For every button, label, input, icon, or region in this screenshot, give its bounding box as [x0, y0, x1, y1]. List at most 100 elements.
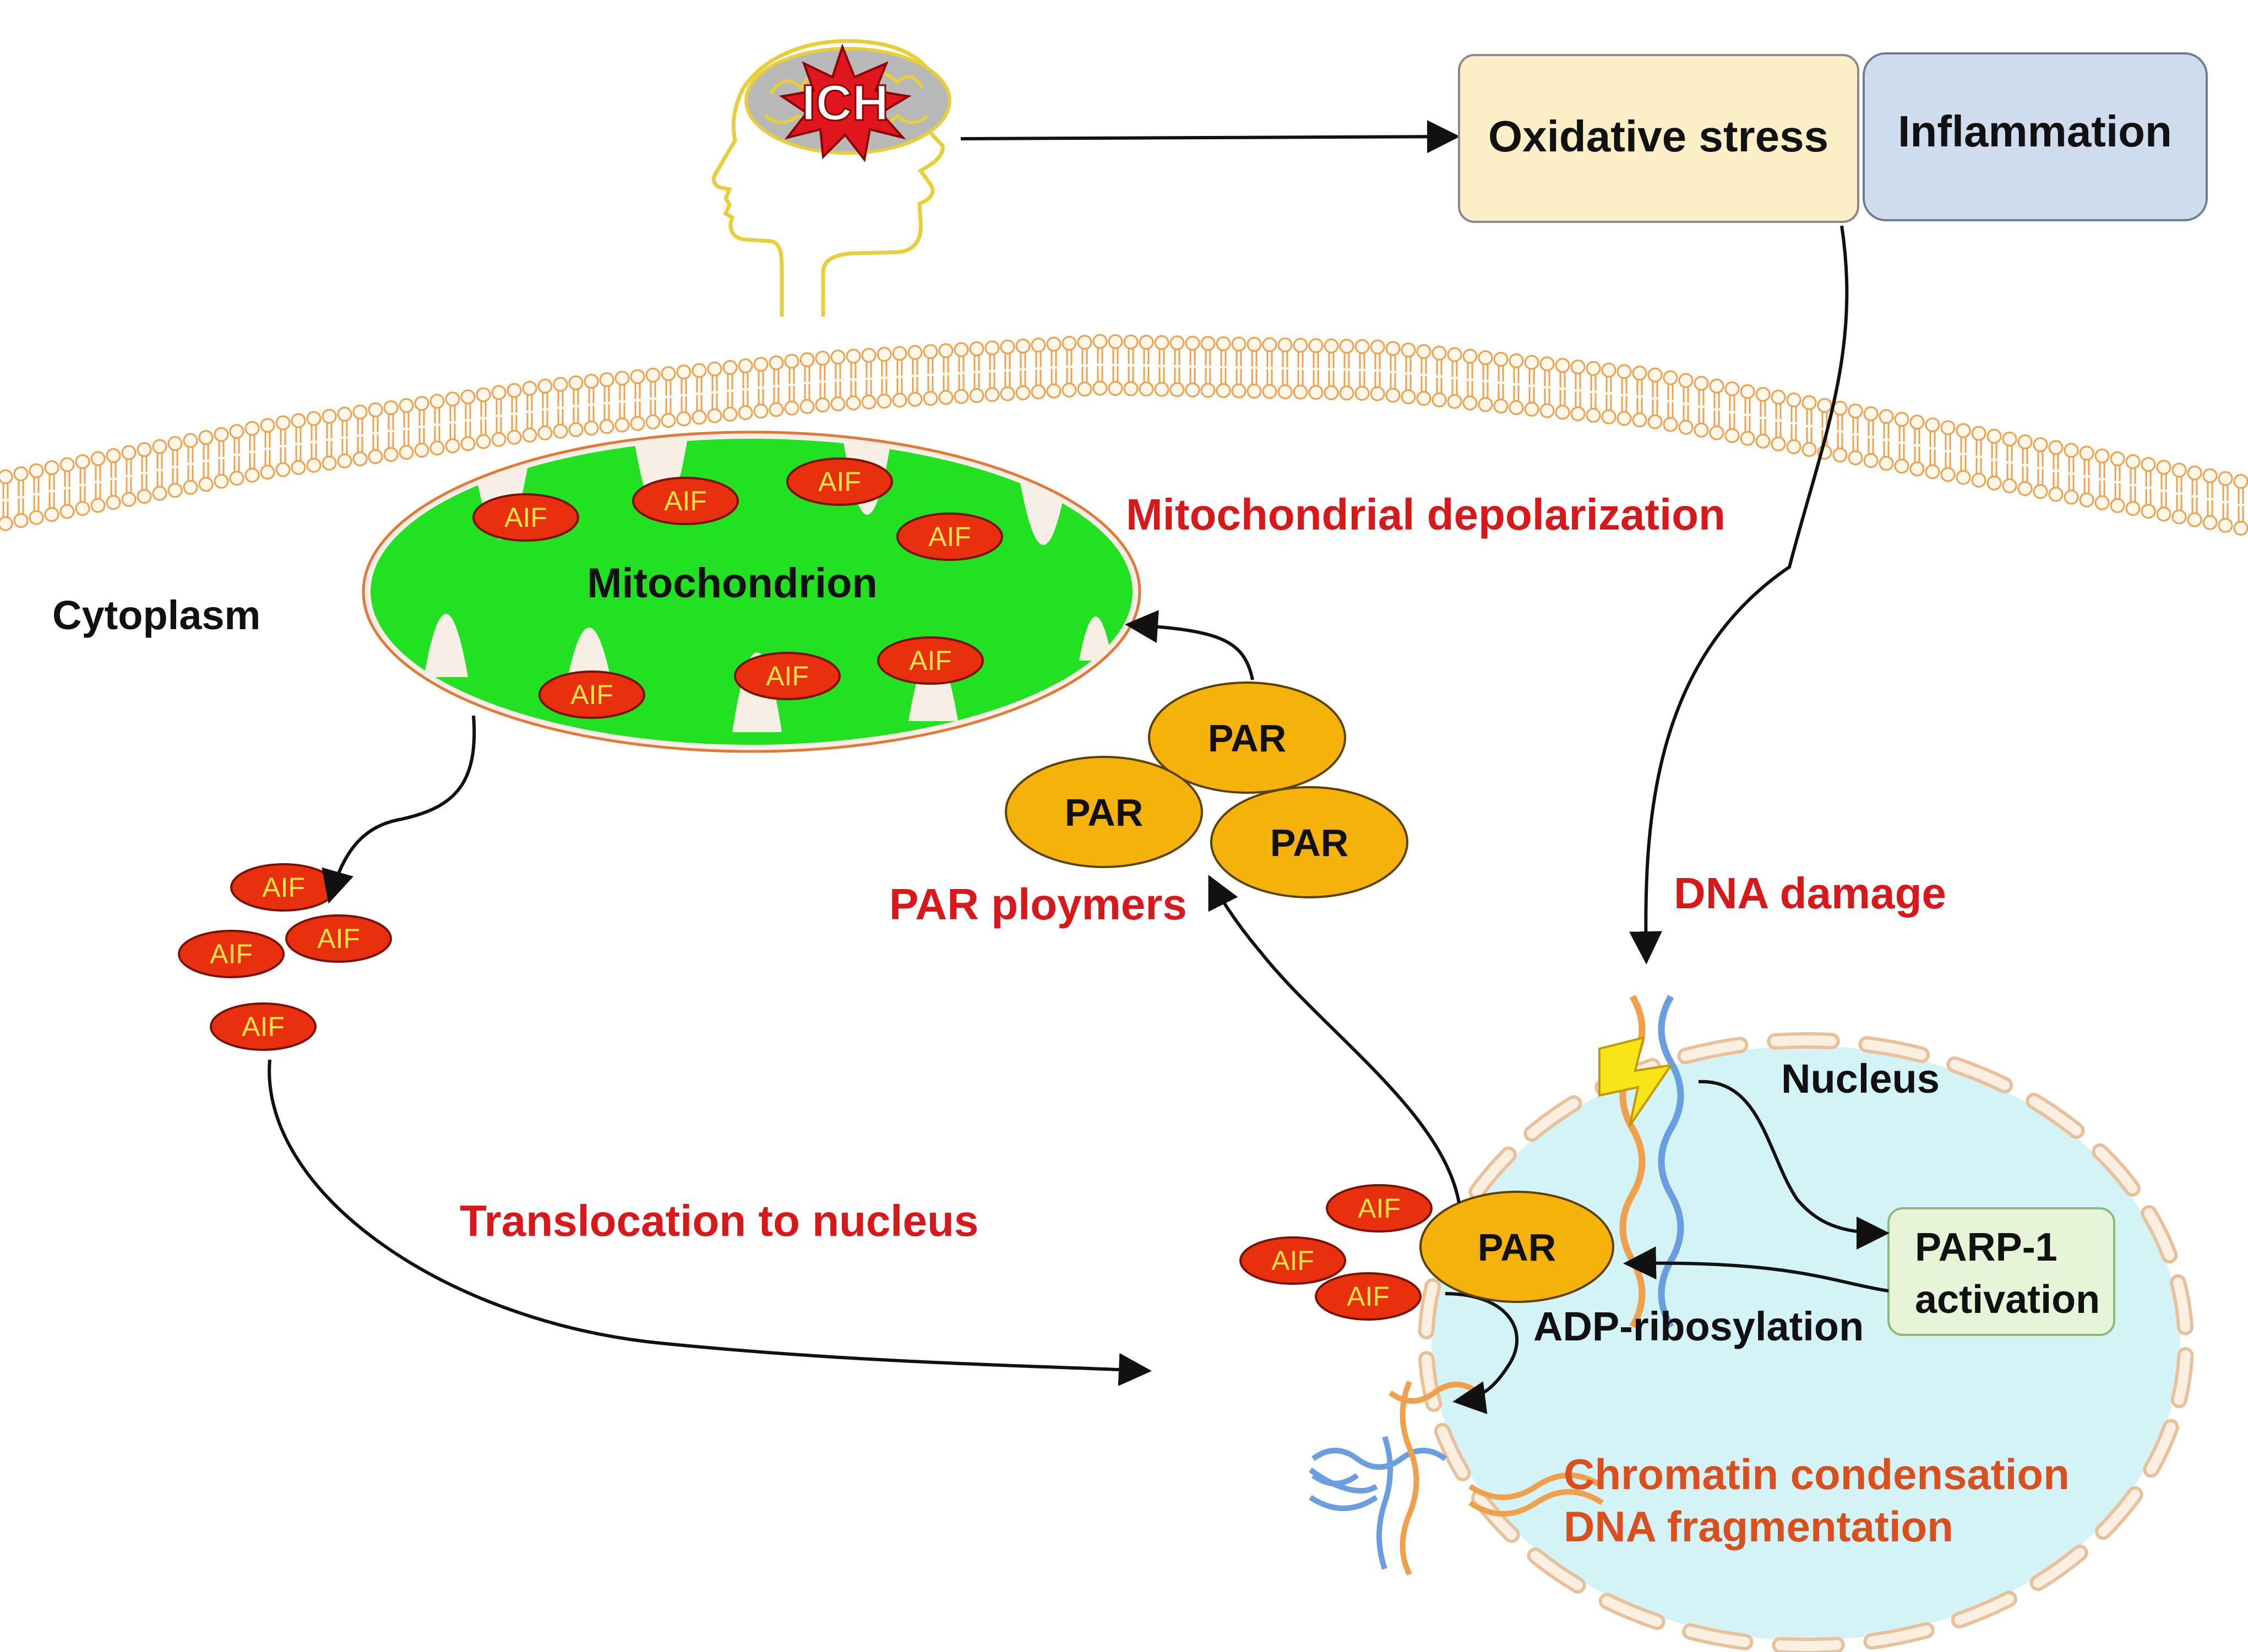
- lipid-tail: [1004, 353, 1011, 388]
- lipid-head: [2033, 437, 2048, 452]
- lipid-head: [2218, 517, 2233, 533]
- lipid-head: [90, 451, 106, 466]
- lipid-tail: [1374, 353, 1381, 388]
- lipid-tail: [295, 427, 302, 461]
- nuclear-pore-segment-inner: [1680, 1040, 1745, 1061]
- lipid-tail: [1081, 348, 1088, 383]
- nuclear-pore-segment-inner: [1421, 1354, 1439, 1409]
- lipid-head: [1663, 370, 1678, 385]
- parp1-label-line1: PARP-1: [1915, 1225, 2058, 1269]
- lipid-head: [1832, 448, 1848, 463]
- cytoplasm-label: Cytoplasm: [52, 592, 260, 638]
- lipid-head: [1324, 338, 1339, 353]
- lipid-tail: [2006, 445, 2013, 479]
- lipid-tail: [1868, 420, 1874, 454]
- aif-label: AIF: [317, 923, 360, 954]
- lipid-head: [1478, 397, 1493, 412]
- lipid-head: [1385, 388, 1401, 403]
- lipid-tail: [64, 471, 70, 505]
- lipid-head: [75, 454, 90, 470]
- par-polymers-label: PAR ploymers: [889, 880, 1187, 929]
- lipid-tail: [804, 366, 810, 400]
- lipid-head: [1447, 347, 1462, 362]
- lipid-head: [306, 457, 322, 473]
- arrow-stress-to-dna-damage: [1629, 225, 1849, 964]
- lipid-tail: [1313, 352, 1319, 386]
- lipid-tail: [1821, 412, 1828, 446]
- lipid-tail: [1852, 417, 1859, 451]
- lipid-head: [1678, 373, 1694, 388]
- ich-head-icon: [712, 39, 951, 317]
- aif-label: AIF: [1271, 1245, 1314, 1276]
- lipid-tail: [1683, 387, 1689, 421]
- lipid-head: [1139, 381, 1154, 397]
- lipid-head: [1755, 433, 1771, 449]
- lipid-head: [1401, 342, 1416, 358]
- lipid-head: [1616, 364, 1632, 379]
- lipid-tail: [1467, 363, 1473, 396]
- aif-label: AIF: [1358, 1193, 1401, 1224]
- nuclear-pore-segment-inner: [1474, 1493, 1517, 1540]
- lipid-head: [769, 355, 784, 370]
- arrow-polymers-to-mito: [1125, 610, 1254, 680]
- lipid-head: [275, 462, 291, 477]
- lipid-tail: [1975, 440, 1982, 474]
- lipid-head: [13, 513, 29, 528]
- lipid-head: [1262, 337, 1277, 352]
- lipid-tail: [1636, 379, 1643, 413]
- lipid-head: [1909, 461, 1925, 477]
- lipid-tail: [2053, 454, 2059, 488]
- lipid-head: [121, 445, 137, 460]
- lipid-head: [1370, 339, 1385, 355]
- lipid-head: [1925, 464, 1940, 479]
- lipid-tail: [1097, 348, 1103, 382]
- lipid-head: [507, 429, 522, 445]
- par-molecule: [1210, 786, 1408, 898]
- nuclear-pore-segment-inner: [2173, 1277, 2191, 1332]
- lipid-head: [1293, 337, 1308, 353]
- adp-ribosylation-label: ADP-ribosylation: [1533, 1304, 1864, 1349]
- lipid-head: [352, 404, 368, 419]
- lipid-head: [1879, 409, 1894, 424]
- lipid-head: [1863, 406, 1879, 422]
- lipid-tail: [1205, 350, 1211, 384]
- lipid-tail: [542, 392, 548, 427]
- lipid-head: [877, 394, 892, 409]
- par-label: PAR: [1208, 717, 1287, 760]
- lipid-head: [291, 413, 306, 428]
- lipid-head: [2125, 454, 2141, 470]
- lipid-head: [1185, 382, 1200, 397]
- dna-damage-label: DNA damage: [1674, 869, 1946, 918]
- lipid-head: [1539, 403, 1555, 418]
- lipid-head: [1077, 381, 1092, 397]
- lipid-head: [1493, 399, 1509, 414]
- aif-molecule: [210, 1002, 317, 1051]
- lipid-head: [137, 489, 152, 504]
- lipid-head: [1077, 335, 1092, 350]
- lightning-bolt-icon: [1598, 1036, 1674, 1127]
- arrow-par-to-polymers: [1208, 875, 1461, 1203]
- lipid-tail: [434, 407, 440, 441]
- lipid-tail: [2160, 473, 2167, 508]
- aif-label: AIF: [504, 502, 547, 533]
- lipid-tail: [2191, 479, 2198, 514]
- lipid-head: [630, 416, 645, 431]
- lipid-head: [1709, 378, 1724, 394]
- lipid-head: [429, 440, 445, 456]
- lipid-head: [1031, 384, 1046, 400]
- lipid-tail: [2207, 482, 2213, 516]
- lipid-tail: [1220, 350, 1227, 384]
- lipid-head: [383, 400, 399, 416]
- lipid-head: [429, 394, 445, 409]
- lipid-head: [676, 411, 692, 427]
- lipid-head: [522, 380, 537, 396]
- lipid-head: [599, 372, 614, 388]
- lipid-head: [229, 424, 244, 439]
- lipid-tail: [943, 357, 949, 391]
- lipid-head: [1000, 386, 1015, 401]
- lipid-head: [661, 413, 676, 428]
- lipid-head: [676, 364, 692, 380]
- lipid-head: [29, 463, 44, 478]
- lipid-tail: [1266, 351, 1273, 385]
- aif-molecule: [1239, 1236, 1346, 1285]
